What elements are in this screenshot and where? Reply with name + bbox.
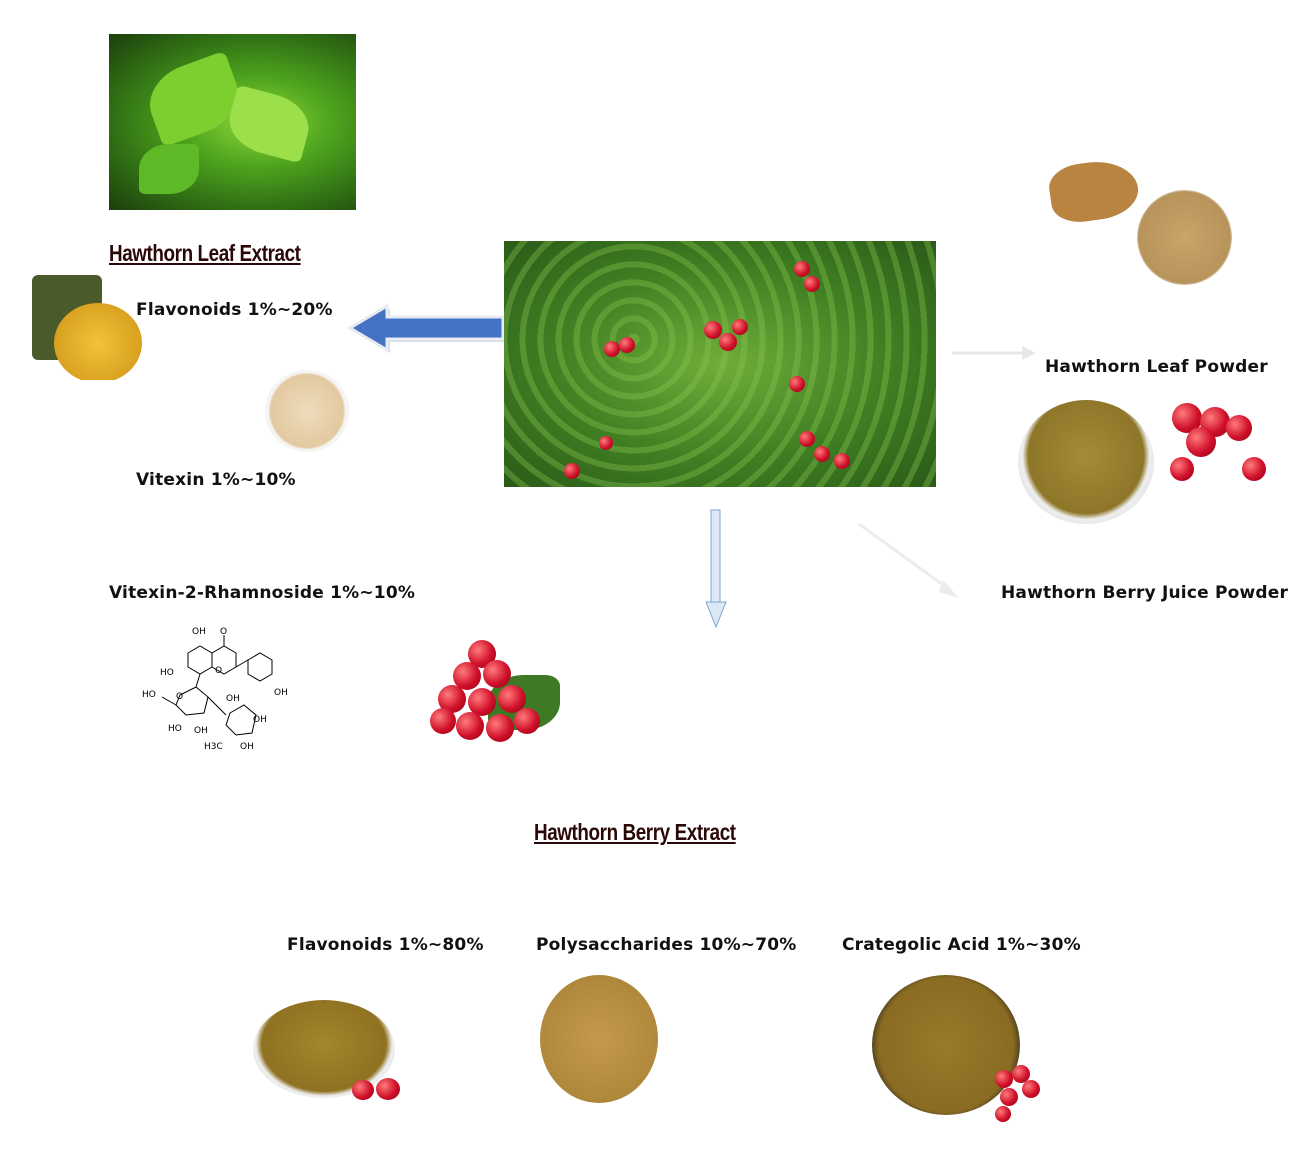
vitexin-rhamnoside-label: Vitexin-2-Rhamnoside 1%~10%	[109, 583, 416, 603]
polysaccharides-powder-image	[540, 975, 658, 1103]
berry-extract-title: Hawthorn Berry Extract	[534, 819, 736, 845]
svg-text:O: O	[220, 627, 227, 637]
berry-juice-powder-label: Hawthorn Berry Juice Powder	[1001, 583, 1289, 603]
berry-flavonoids-label: Flavonoids 1%~80%	[287, 935, 484, 955]
leaf-powder-image	[32, 275, 142, 380]
vitexin-label: Vitexin 1%~10%	[136, 470, 296, 490]
berry-flavonoids-powder-image	[253, 1000, 395, 1098]
svg-text:O: O	[215, 666, 222, 676]
svg-text:OH: OH	[192, 627, 206, 637]
polysaccharides-label: Polysaccharides 10%~70%	[536, 935, 797, 955]
svg-text:OH: OH	[226, 694, 240, 704]
leaf-powder-label: Hawthorn Leaf Powder	[1045, 357, 1268, 377]
diagonal-arrow-icon	[858, 522, 959, 598]
hawthorn-berry-pile-image	[428, 630, 563, 745]
svg-text:OH: OH	[240, 742, 254, 752]
hawthorn-tree-photo	[504, 241, 936, 487]
svg-text:OH: OH	[194, 726, 208, 736]
dried-leaves-image	[1046, 156, 1142, 226]
svg-text:HO: HO	[160, 668, 174, 678]
svg-text:O: O	[176, 692, 183, 702]
svg-text:HO: HO	[168, 724, 182, 734]
leaf-extract-title: Hawthorn Leaf Extract	[109, 240, 301, 266]
svg-text:H3C: H3C	[204, 742, 223, 752]
leaf-flavonoids-label: Flavonoids 1%~20%	[136, 300, 333, 320]
hawthorn-leaf-photo	[109, 34, 356, 210]
leaf-powder-dish-image	[1137, 190, 1232, 285]
vitexin-rhamnoside-structure: OH O HO O OH HO O OH OH HO OH OH H3C	[142, 627, 288, 752]
crategolic-acid-label: Crategolic Acid 1%~30%	[842, 935, 1081, 955]
svg-text:OH: OH	[274, 688, 288, 698]
hawthorn-fruits-image	[1160, 395, 1272, 490]
right-arrow-icon	[952, 346, 1036, 360]
svg-text:HO: HO	[142, 690, 156, 700]
crategolic-acid-powder-image	[872, 975, 1020, 1115]
down-arrow-icon	[705, 509, 727, 629]
berry-juice-powder-image	[1018, 400, 1154, 524]
left-arrow-icon	[347, 303, 506, 353]
svg-text:OH: OH	[253, 715, 267, 725]
vitexin-powder-image	[265, 370, 349, 452]
